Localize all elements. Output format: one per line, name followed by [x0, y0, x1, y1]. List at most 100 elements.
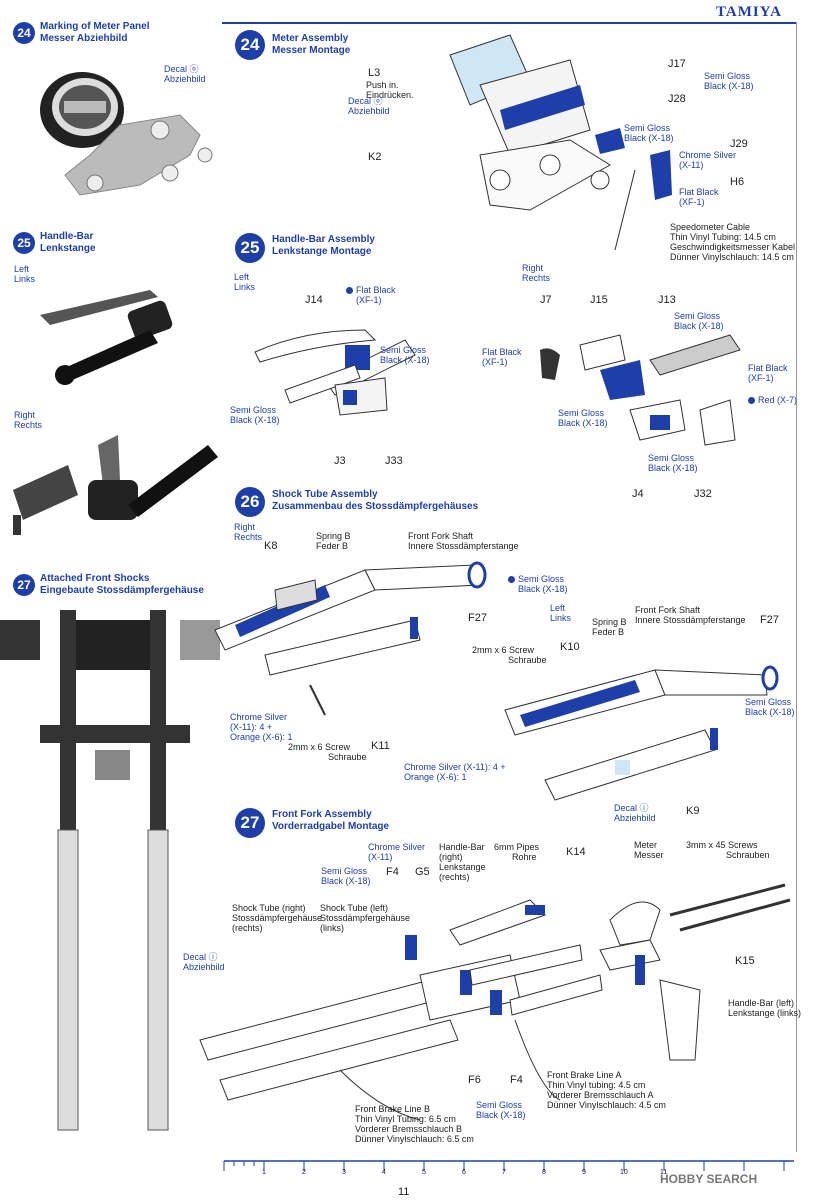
step-26-title-de: Zusammenbau des Stossdämpfergehäuses [272, 501, 479, 512]
step-25-semi-1: Semi Gloss Black (X-18) [380, 345, 430, 365]
ruler-tick-4: 4 [382, 1169, 386, 1176]
photo-25-right-de: Rechts [14, 420, 43, 430]
step-24-semi-gloss-2-a: Semi Gloss [624, 123, 671, 133]
step-25-number: 25 [235, 233, 265, 263]
step-26-chrome-1-a: Chrome Silver [230, 712, 288, 722]
step-25-flat-2-a: Flat Black [482, 347, 522, 357]
brand-logo: TAMIYA [716, 4, 783, 20]
brake-b-4: Dünner Vinylschlauch: 6.5 cm [355, 1134, 474, 1144]
step-26-left-en: Left [550, 603, 566, 613]
step-26-title: Shock Tube Assembly Zusammenbau des Stos… [272, 489, 478, 513]
step-24-chrome-b: (X-11) [679, 160, 704, 170]
ruler-tick-11: 11 [660, 1169, 668, 1176]
step-25-semi-4-b: Black (X-18) [558, 418, 608, 428]
spring-b-label: Spring B Feder B [316, 531, 351, 551]
step-26-decal: Decal ⓘ Abziehbild [614, 803, 656, 823]
step-24-title-de: Messer Montage [272, 45, 351, 56]
spring-b-2-label: Spring B Feder B [592, 617, 627, 637]
part-J14: J14 [305, 294, 323, 306]
screw-2-label: 2mm x 6 Screw Schraube [472, 645, 547, 665]
step-26-right-de: Rechts [234, 532, 263, 542]
part-F6: F6 [468, 1074, 481, 1086]
step-24-flat: Flat Black (XF-1) [679, 187, 719, 207]
step-24-semi-gloss-1: Semi Gloss Black (X-18) [704, 71, 754, 91]
part-K10: K10 [560, 641, 580, 653]
screws-de: Schrauben [726, 850, 770, 860]
ruler-tick-5: 5 [422, 1169, 426, 1176]
brake-a-2: Thin Vinyl tubing: 4.5 cm [547, 1080, 646, 1090]
st-right-a: Shock Tube (right) [232, 903, 306, 913]
part-K9: K9 [686, 805, 700, 817]
step-24-chrome-a: Chrome Silver [679, 150, 737, 160]
step-25-flat-3-b: (XF-1) [748, 373, 774, 383]
photo-24-decal: Decal ⓞ Abziehbild [164, 64, 206, 84]
part-J17: J17 [668, 58, 686, 70]
step-25-left-en: Left [234, 272, 250, 282]
hb-left-label: Handle-Bar (left) Lenkstange (links) [728, 998, 801, 1018]
step-26-chrome-2-a: Chrome Silver (X-11): 4 + [404, 762, 506, 772]
step-26-chrome-1-b: (X-11): 4 + [230, 722, 273, 732]
photo-24-number: 24 [13, 22, 35, 44]
step-24-semi-gloss-1-b: Black (X-18) [704, 81, 754, 91]
part-F27-left: F27 [760, 614, 779, 626]
ruler-tick-9: 9 [582, 1169, 586, 1176]
brake-a-3: Vorderer Bremsschlauch A [547, 1090, 654, 1100]
brake-a-1: Front Brake Line A [547, 1070, 622, 1080]
step-25-title: Handle-Bar Assembly Lenkstange Montage [272, 234, 375, 258]
step-27-title-de: Vorderradgabel Montage [272, 821, 390, 832]
step-25-semi-2-b: Black (X-18) [230, 415, 280, 425]
hb-right-b: (right) [439, 852, 463, 862]
step-27-semi-2-a: Semi Gloss [476, 1100, 523, 1110]
step-24-chrome: Chrome Silver (X-11) [679, 150, 736, 170]
photo-25-right-en: Right [14, 410, 36, 420]
part-J33: J33 [385, 455, 403, 467]
spring-b-de: Feder B [316, 541, 349, 551]
meter-de: Messer [634, 850, 664, 860]
step-24-title-en: Meter Assembly [272, 33, 349, 44]
hb-right-label: Handle-Bar (right) Lenkstange (rechts) [439, 842, 486, 882]
step-25-semi-3-a: Semi Gloss [674, 311, 721, 321]
photo-27-title: Attached Front Shocks Eingebaute Stossdä… [40, 573, 204, 597]
step-25-semi-2: Semi Gloss Black (X-18) [230, 405, 280, 425]
step-25-red-text: Red (X-7) [758, 395, 798, 405]
step-25-left-label: Left Links [234, 272, 255, 292]
screw-1-label: 2mm x 6 Screw Schraube [288, 742, 367, 762]
step-25-flat-3: Flat Black (XF-1) [748, 363, 788, 383]
front-shocks-photo [0, 610, 220, 1131]
brake-b-2: Thin Vinyl Tubing: 6.5 cm [355, 1114, 456, 1124]
photo-25-number: 25 [13, 232, 35, 254]
ruler-tick-2: 2 [302, 1169, 306, 1176]
part-J28: J28 [668, 93, 686, 105]
right-shock-diagram [214, 561, 487, 716]
step-26-left-label: Left Links [550, 603, 571, 623]
part-J4: J4 [632, 488, 644, 500]
hb-right-c: Lenkstange [439, 862, 486, 872]
meter-label: Meter Messer [634, 840, 664, 860]
ruler-tick-10: 10 [620, 1169, 628, 1176]
photo-25-right-label: Right Rechts [14, 410, 42, 430]
spring-b-2-en: Spring B [592, 617, 627, 627]
fork-shaft-2-de: Innere Stossdämpferstange [635, 615, 746, 625]
step-25-flat-1-b: (XF-1) [356, 295, 382, 305]
photo-24-title-de: Messer Abziehbild [40, 33, 128, 44]
header-rule [222, 22, 796, 24]
pipes-de: Rohre [512, 852, 537, 862]
screw-1-de: Schraube [328, 752, 367, 762]
screw-2-en: 2mm x 6 Screw [472, 645, 535, 655]
part-G5: G5 [415, 866, 430, 878]
part-H6: H6 [730, 176, 745, 188]
step-26-semi-2: Semi Gloss Black (X-18) [745, 697, 795, 717]
fork-shaft-2-en: Front Fork Shaft [635, 605, 701, 615]
pipes-en: 6mm Pipes [494, 842, 540, 852]
brake-b-1: Front Brake Line B [355, 1104, 431, 1114]
step-25-flat-2: Flat Black (XF-1) [482, 347, 522, 367]
step-25-left-de: Links [234, 282, 256, 292]
step-25-red: Red (X-7) [748, 395, 797, 405]
fork-shaft-de: Innere Stossdämpferstange [408, 541, 519, 551]
right-handlebar-diagram [540, 334, 741, 446]
brake-line-a-label: Front Brake Line A Thin Vinyl tubing: 4.… [547, 1070, 666, 1110]
left-handlebar-diagram [254, 329, 416, 416]
cable-line-3: Geschwindigkeitsmesser Kabel [670, 242, 796, 252]
push-in-de: Eindrücken. [366, 90, 414, 100]
ruler-tick-6: 6 [462, 1169, 466, 1176]
